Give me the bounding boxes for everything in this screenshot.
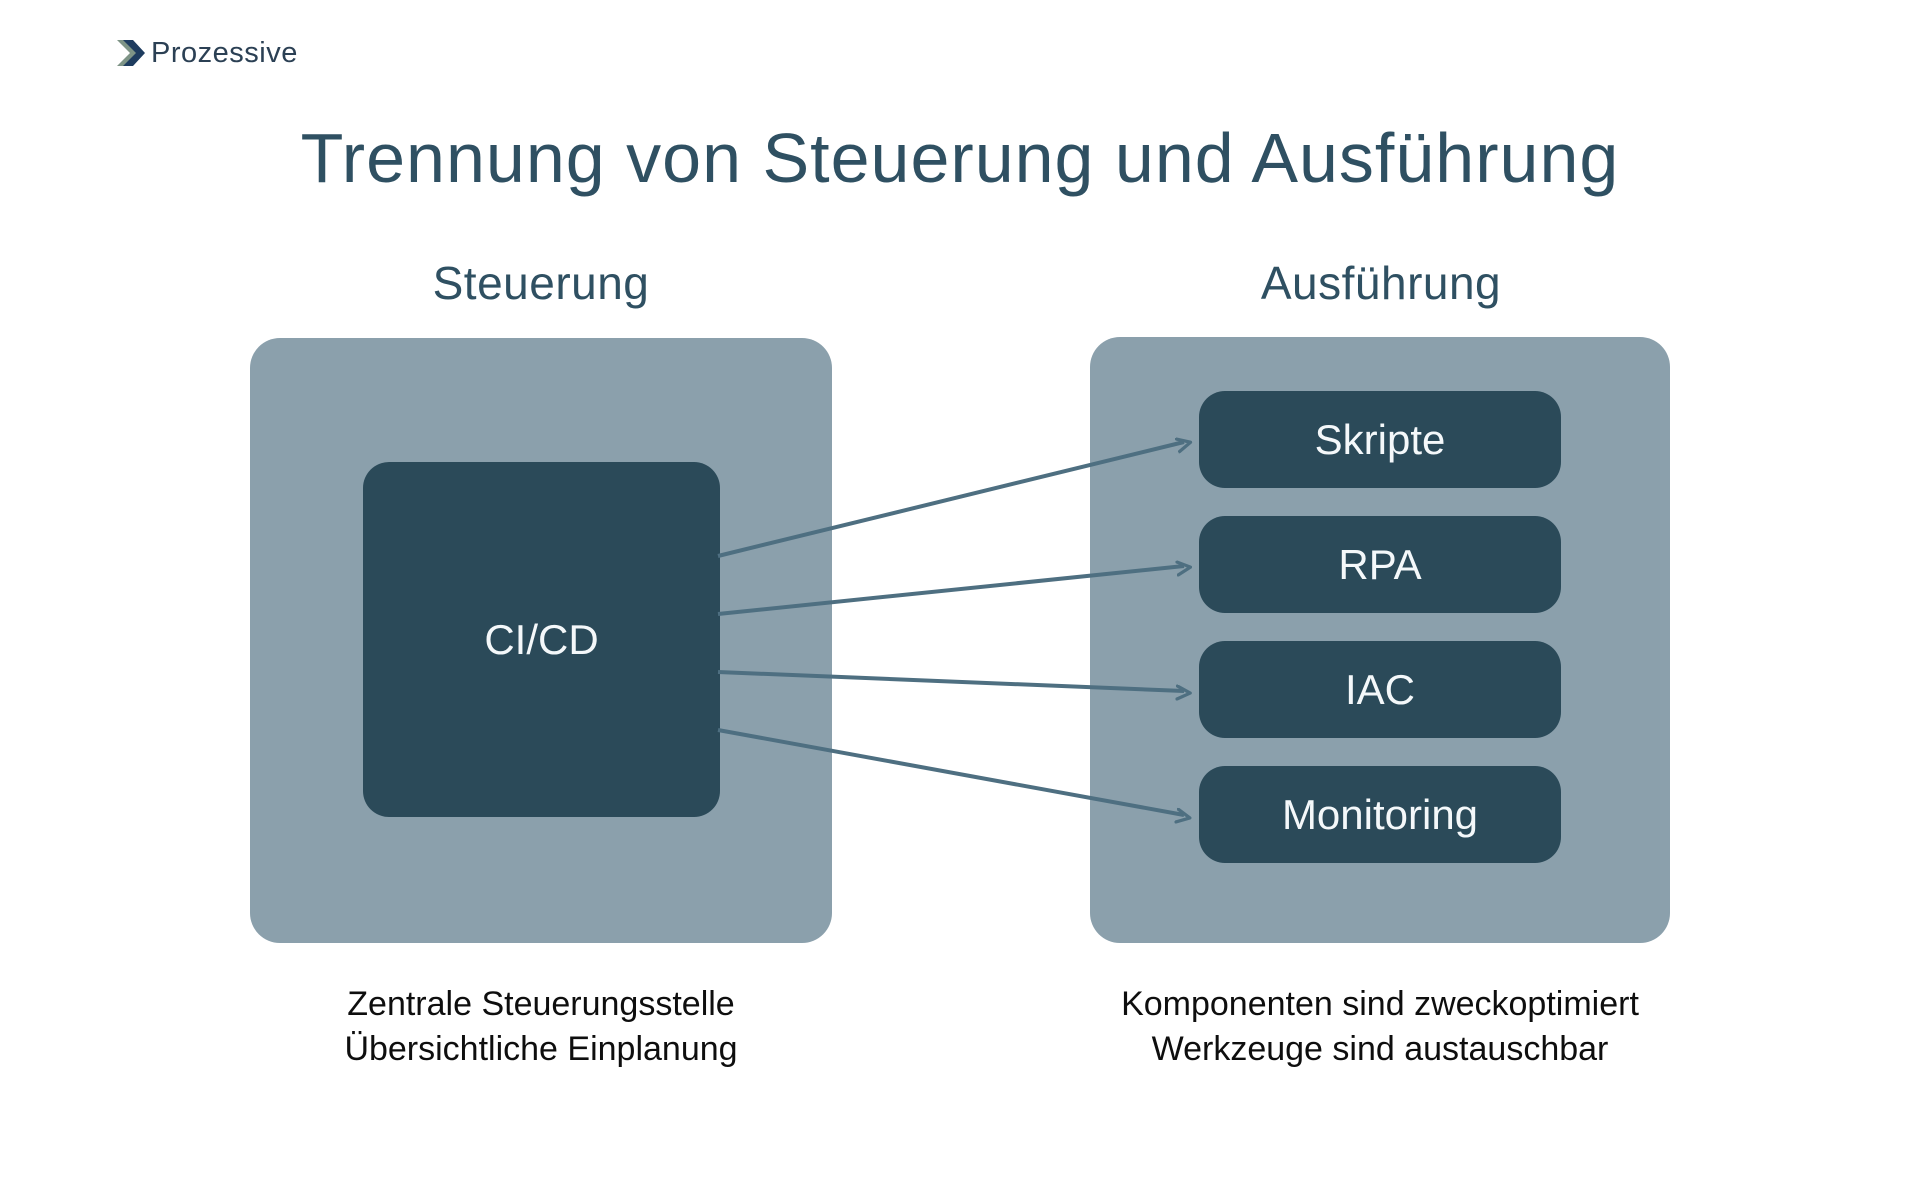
right-column-header: Ausführung: [1260, 257, 1502, 309]
double-chevron-right-icon: [117, 40, 145, 66]
left-column-header: Steuerung: [432, 257, 650, 309]
exec-item-label: IAC: [1344, 665, 1415, 713]
steuerung-caption-line1: Zentrale Steuerungsstelle: [347, 985, 735, 1023]
exec-item-skripte: Skripte: [1199, 391, 1561, 488]
cicd-box-label: CI/CD: [484, 615, 599, 663]
steuerung-caption: Zentrale Steuerungsstelle Übersichtliche…: [250, 982, 832, 1072]
exec-item-iac: IAC: [1199, 641, 1561, 738]
logo: Prozessive: [115, 36, 298, 70]
steuerung-panel: CI/CD: [250, 338, 832, 943]
ausfuehrung-caption-line1: Komponenten sind zweckoptimiert: [1121, 985, 1639, 1023]
logo-text: Prozessive: [151, 36, 298, 69]
exec-item-label: RPA: [1338, 540, 1422, 588]
exec-item-label: Monitoring: [1281, 790, 1479, 838]
steuerung-caption-line2: Übersichtliche Einplanung: [344, 1030, 738, 1068]
exec-item-label: Skripte: [1314, 415, 1446, 463]
ausfuehrung-caption-line2: Werkzeuge sind austauschbar: [1151, 1030, 1609, 1068]
ausfuehrung-caption: Komponenten sind zweckoptimiert Werkzeug…: [1090, 982, 1670, 1072]
exec-item-rpa: RPA: [1199, 516, 1561, 613]
ausfuehrung-panel: Skripte RPA IAC Monitoring: [1090, 337, 1670, 943]
page-title: Trennung von Steuerung und Ausführung: [300, 119, 1620, 197]
cicd-box: CI/CD: [363, 462, 720, 817]
exec-item-monitoring: Monitoring: [1199, 766, 1561, 863]
